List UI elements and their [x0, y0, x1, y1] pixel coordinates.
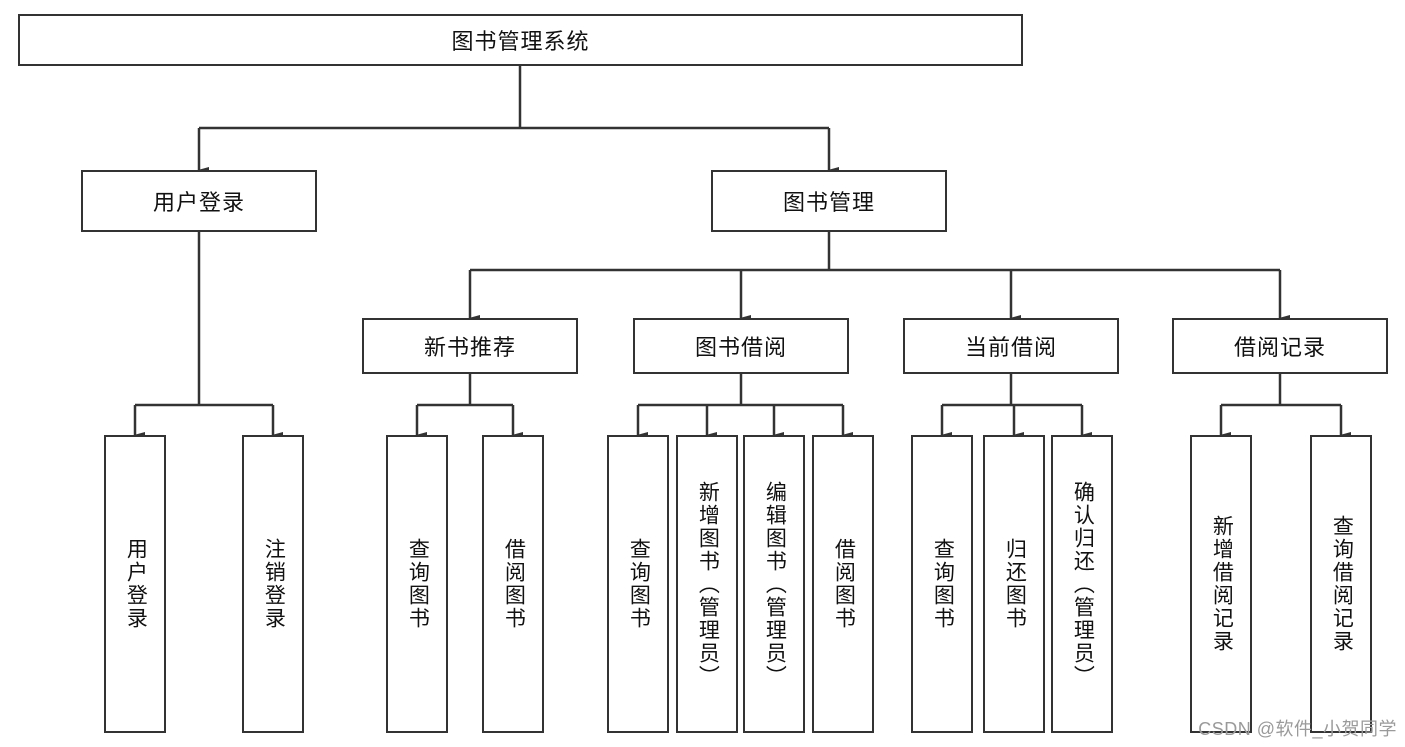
node-label: 编辑图书（管理员） [763, 480, 787, 688]
node-leaf-8[interactable]: 查询图书 [911, 435, 973, 733]
node-label: 查询图书 [627, 538, 651, 630]
node-level3-3[interactable]: 借阅记录 [1172, 318, 1388, 374]
node-label: 当前借阅 [964, 335, 1057, 360]
node-label: 图书管理系统 [451, 29, 590, 54]
node-level3-1[interactable]: 图书借阅 [633, 318, 849, 374]
node-leaf-3[interactable]: 借阅图书 [482, 435, 544, 733]
node-leaf-9[interactable]: 归还图书 [983, 435, 1045, 733]
node-leaf-12[interactable]: 查询借阅记录 [1310, 435, 1372, 733]
node-label: 借阅图书 [832, 538, 856, 630]
node-label: 借阅记录 [1233, 335, 1326, 360]
node-leaf-5[interactable]: 新增图书（管理员） [676, 435, 738, 733]
watermark-text: CSDN @软件_小贺同学 [1198, 719, 1397, 739]
node-label: 新书推荐 [423, 335, 516, 360]
node-leaf-10[interactable]: 确认归还（管理员） [1051, 435, 1113, 733]
node-leaf-0[interactable]: 用户登录 [104, 435, 166, 733]
node-label: 查询图书 [406, 538, 430, 630]
node-leaf-2[interactable]: 查询图书 [386, 435, 448, 733]
node-leaf-7[interactable]: 借阅图书 [812, 435, 874, 733]
node-label: 查询图书 [931, 538, 955, 630]
node-label: 图书管理 [782, 190, 875, 215]
node-root-0[interactable]: 图书管理系统 [18, 14, 1023, 66]
node-label: 图书借阅 [694, 335, 787, 360]
node-leaf-4[interactable]: 查询图书 [607, 435, 669, 733]
node-label: 新增图书（管理员） [696, 480, 720, 688]
node-label: 查询借阅记录 [1330, 515, 1354, 653]
node-leaf-1[interactable]: 注销登录 [242, 435, 304, 733]
node-leaf-11[interactable]: 新增借阅记录 [1190, 435, 1252, 733]
node-level3-2[interactable]: 当前借阅 [903, 318, 1119, 374]
node-label: 用户登录 [124, 538, 148, 630]
node-label: 借阅图书 [502, 538, 526, 630]
node-level2-1[interactable]: 图书管理 [711, 170, 947, 232]
node-label: 注销登录 [262, 538, 286, 630]
node-label: 归还图书 [1003, 538, 1027, 630]
node-level3-0[interactable]: 新书推荐 [362, 318, 578, 374]
node-label: 新增借阅记录 [1210, 515, 1234, 653]
node-label: 用户登录 [152, 190, 245, 215]
node-label: 确认归还（管理员） [1071, 480, 1095, 688]
node-level2-0[interactable]: 用户登录 [81, 170, 317, 232]
node-leaf-6[interactable]: 编辑图书（管理员） [743, 435, 805, 733]
